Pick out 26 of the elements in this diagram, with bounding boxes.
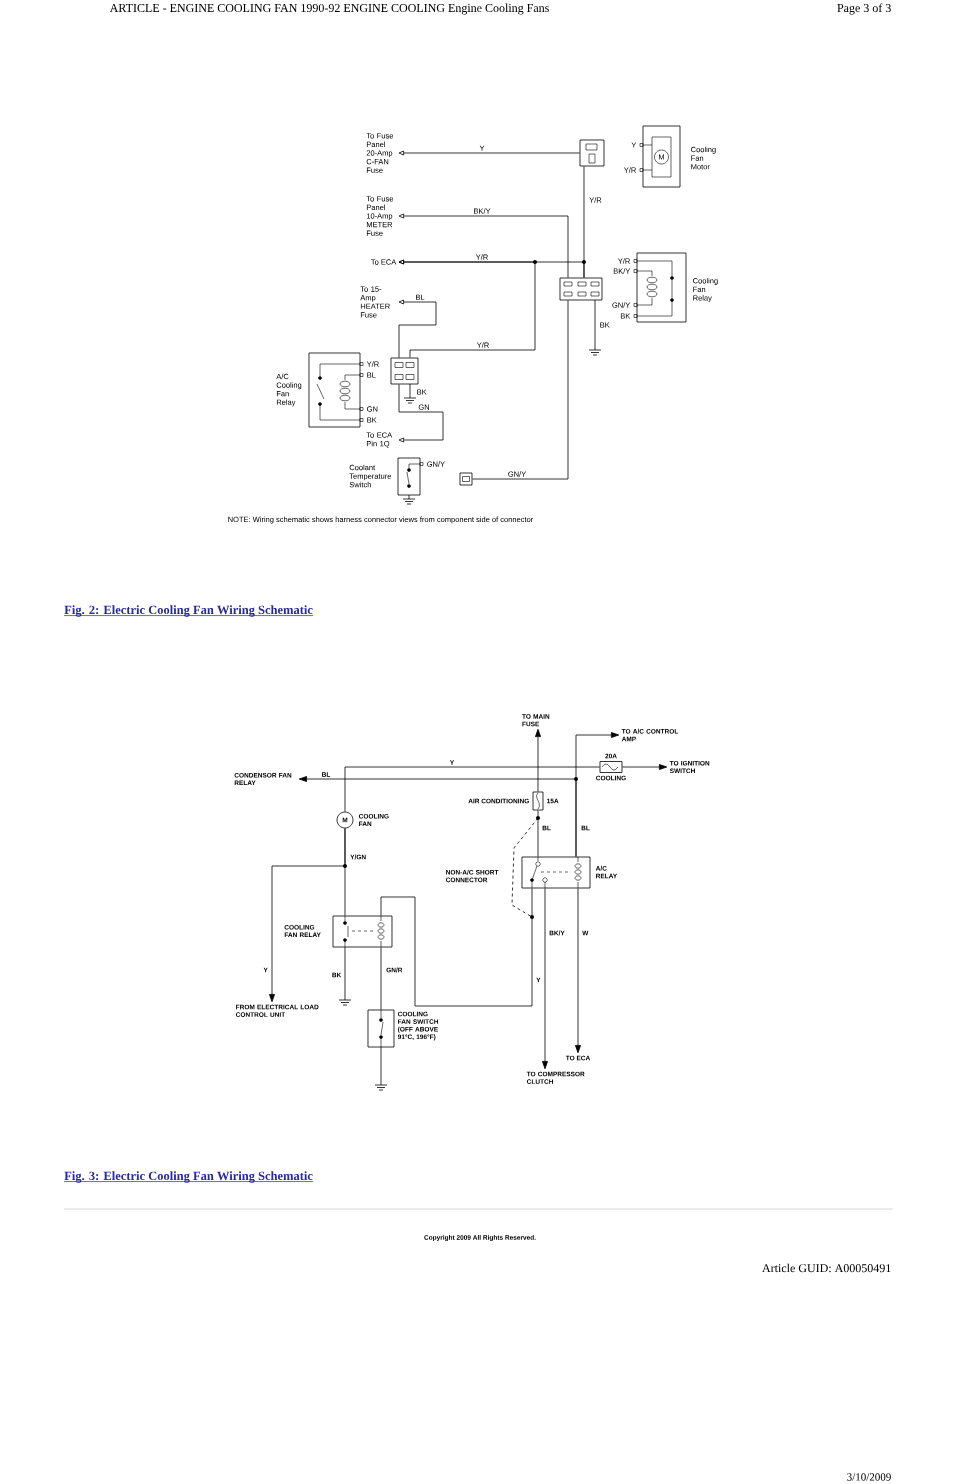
print-date: 3/10/2009 (847, 1473, 891, 1481)
wire-arrow (269, 828, 346, 1003)
wire (380, 947, 382, 1010)
wire (344, 766, 600, 812)
connector-drawing (559, 277, 603, 301)
wire-arrow (398, 213, 569, 278)
page-header: ARTICLE - ENGINE COOLING FAN 1990-92 ENGINE COOLING Engine Cooling Fans (109, 3, 549, 15)
page-number: Page 3 of 3 (837, 3, 891, 15)
figure-caption-link: Fig. 2: Electric Cooling Fan Wiring Schematic (63, 605, 314, 617)
wire-arrow (398, 259, 536, 358)
wire-arrow (535, 728, 541, 792)
wire-arrow (398, 384, 444, 443)
wire (472, 300, 569, 480)
wire-arrow (398, 150, 580, 156)
wire-arrow (542, 888, 548, 1070)
connector-drawing (579, 139, 605, 167)
figure-caption-link: Fig. 3: Electric Cooling Fan Wiring Schematic (63, 1171, 314, 1183)
article-id: Article GUID: A00050491 (762, 1263, 891, 1273)
connector-drawing (390, 357, 419, 385)
wire-arrow (575, 732, 620, 857)
wire-arrow (622, 764, 668, 770)
wire (537, 810, 539, 857)
connector-drawing (459, 472, 473, 486)
wire (380, 888, 533, 1007)
wire-arrow (575, 888, 581, 1054)
wire-arrow (398, 299, 437, 358)
